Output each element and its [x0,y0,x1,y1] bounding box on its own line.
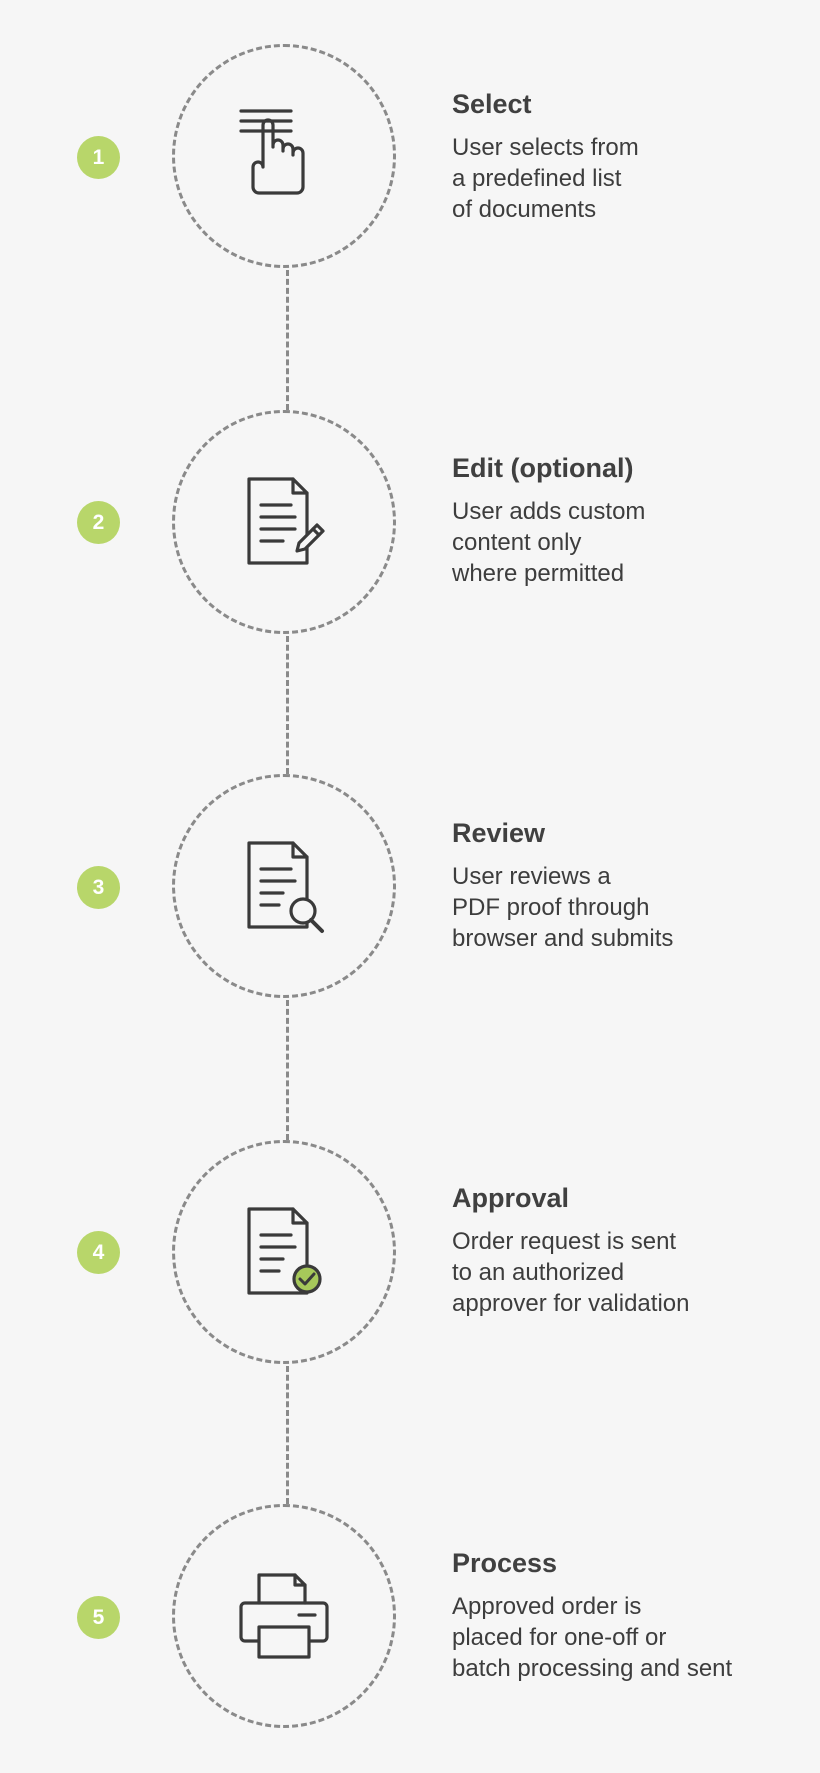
step-text: Approval Order request is sent to an aut… [452,1182,797,1319]
step-icon-ring [172,1140,396,1364]
step-description-line: PDF proof through [452,894,650,921]
step-title: Review [452,818,546,848]
step-title: Select [452,89,532,119]
printer-icon [239,1573,329,1659]
step-number-badge: 1 [77,136,120,179]
connector-3-4 [286,1000,289,1140]
step-description: User reviews a PDF proof through browser… [452,861,797,954]
step-description-line: placed for one-off or [452,1624,667,1651]
connector-4-5 [286,1366,289,1504]
step-description-line: User adds custom [452,498,646,525]
step-title: Approval [452,1183,570,1213]
step-title: Process [452,1548,558,1578]
step-icon-ring [172,774,396,998]
step-description: User selects from a predefined list of d… [452,132,797,225]
step-description: Order request is sent to an authorized a… [452,1226,797,1319]
step-description: Approved order is placed for one-off or … [452,1591,797,1684]
step-description-line: browser and submits [452,925,674,952]
step-icon-ring [172,410,396,634]
document-approved-icon [247,1207,322,1295]
document-edit-icon [247,477,325,565]
step-text: Review User reviews a PDF proof through … [452,817,797,954]
step-description: User adds custom content only where perm… [452,496,797,589]
document-search-icon [247,841,324,933]
step-number-badge: 3 [77,866,120,909]
pointing-hand-icon [239,109,305,195]
step-title: Edit (optional) [452,453,634,483]
step-number-badge: 4 [77,1231,120,1274]
step-description-line: where permitted [452,560,625,587]
step-description-line: approver for validation [452,1290,690,1317]
connector-1-2 [286,270,289,410]
step-description-line: User selects from [452,134,639,161]
step-description-line: Approved order is [452,1593,642,1620]
connector-2-3 [286,636,289,774]
step-description-line: content only [452,529,582,556]
step-text: Edit (optional) User adds custom content… [452,452,797,589]
step-text: Select User selects from a predefined li… [452,88,797,225]
step-description-line: of documents [452,196,597,223]
step-description-line: to an authorized [452,1259,625,1286]
step-description-line: Order request is sent [452,1228,677,1255]
step-icon-ring [172,44,396,268]
step-number-badge: 5 [77,1596,120,1639]
step-description-line: batch processing and sent [452,1655,733,1682]
step-text: Process Approved order is placed for one… [452,1547,797,1684]
step-description-line: a predefined list [452,165,622,192]
step-number-badge: 2 [77,501,120,544]
step-icon-ring [172,1504,396,1728]
step-description-line: User reviews a [452,863,611,890]
